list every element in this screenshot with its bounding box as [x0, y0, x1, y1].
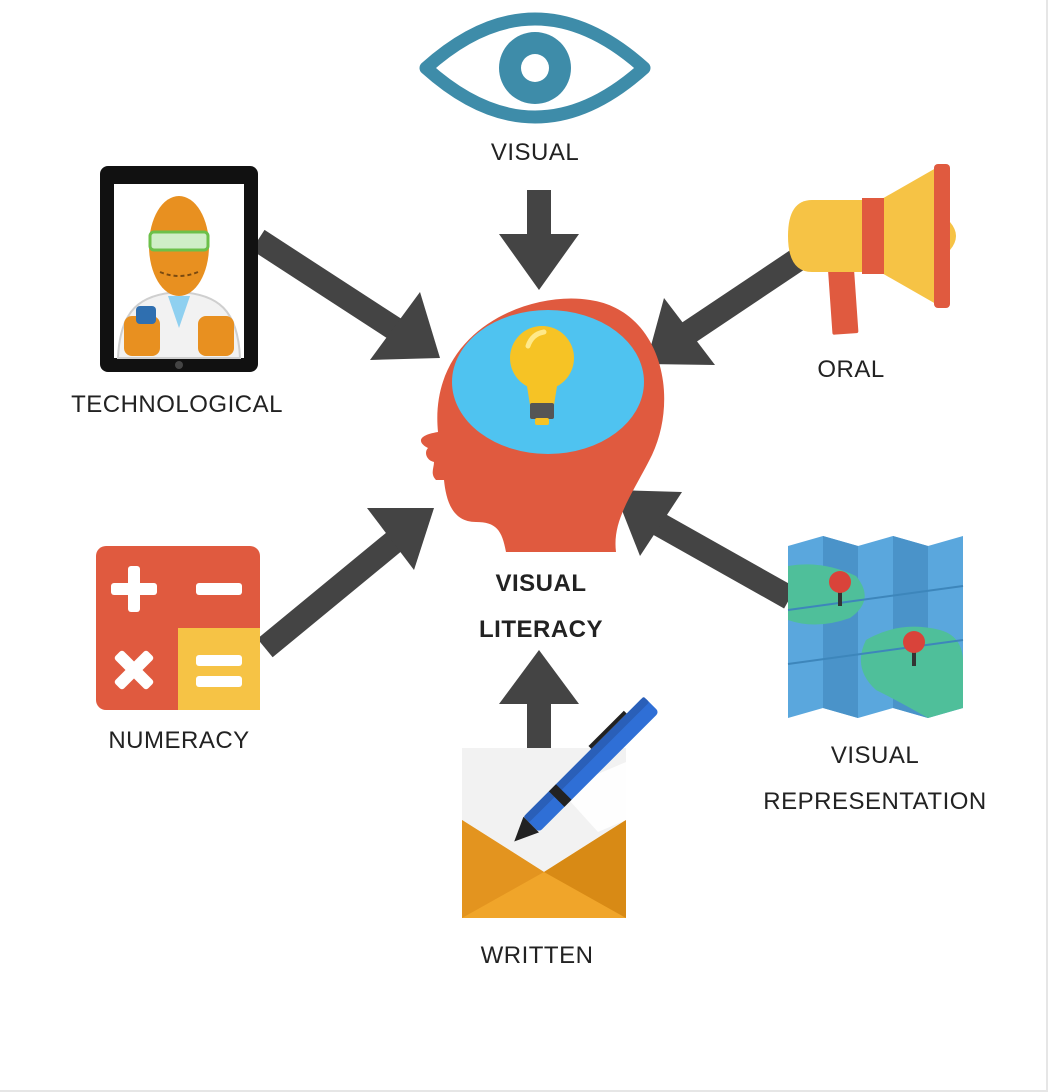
- tablet-icon: [100, 166, 258, 372]
- arrow-from-visual: [499, 190, 579, 290]
- arrow-from-numeracy: [257, 508, 434, 658]
- map-icon: [787, 536, 964, 718]
- envelope-pen-icon: [462, 697, 658, 918]
- label-technological: TECHNOLOGICAL: [71, 391, 283, 418]
- label-visual: VISUAL: [490, 139, 580, 166]
- label-numeracy: NUMERACY: [108, 727, 250, 754]
- label-representation-line2: REPRESENTATION: [763, 788, 987, 815]
- calculator-icon: [96, 546, 260, 710]
- arrow-from-oral: [646, 248, 807, 365]
- label-representation-line1: VISUAL: [830, 742, 920, 769]
- arrow-from-technological: [251, 229, 440, 360]
- arrows: [251, 190, 807, 750]
- megaphone-icon: [788, 164, 956, 335]
- eye-icon: [419, 12, 651, 124]
- head-lightbulb-icon: [420, 298, 665, 552]
- label-written: WRITTEN: [480, 942, 594, 969]
- arrow-from-written: [499, 650, 579, 750]
- label-oral: ORAL: [817, 356, 885, 383]
- arrow-from-representation: [614, 490, 796, 609]
- center-title-line1: VISUAL: [495, 570, 587, 597]
- center-title-line2: LITERACY: [479, 616, 603, 643]
